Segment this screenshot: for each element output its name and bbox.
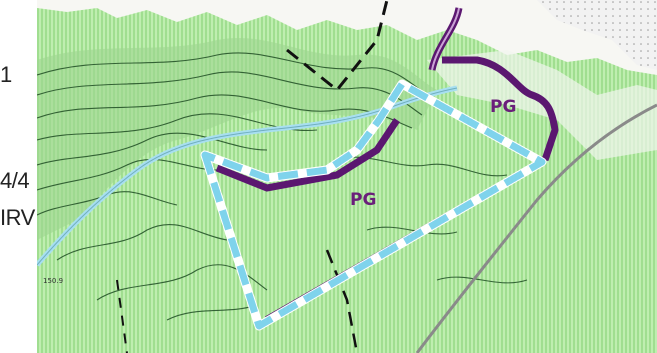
- site-outline: [200, 79, 547, 331]
- edge-text-2: 4/4: [0, 168, 30, 193]
- admin-border-south: [325, 249, 359, 353]
- edge-text-3: IRV: [0, 205, 35, 230]
- edge-text-1: 1: [0, 62, 12, 87]
- topographic-map: 150.9 PG PG: [37, 0, 657, 353]
- marsh-area: [537, 0, 657, 70]
- zone-label-north: PG: [490, 97, 516, 117]
- clearing-area: [427, 50, 657, 160]
- open-land-top: [37, 0, 657, 75]
- zone-boundary-west: [215, 118, 400, 192]
- admin-border-north: [286, 0, 389, 93]
- zone-label-center: PG: [350, 190, 376, 210]
- elevation-label: 150.9: [43, 277, 63, 285]
- road: [415, 103, 657, 353]
